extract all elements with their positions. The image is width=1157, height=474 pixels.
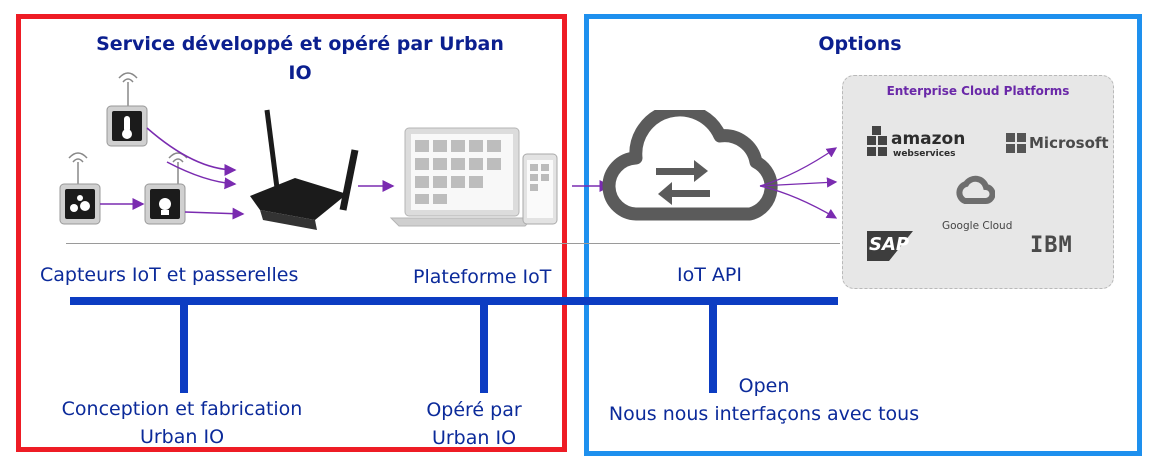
- operated-caption: Opéré par Urban IO: [404, 396, 544, 452]
- section-divider: [66, 243, 840, 244]
- open-caption: Open Nous nous interfaçons avec tous: [604, 372, 924, 428]
- open-caption-line2: Nous nous interfaçons avec tous: [608, 403, 920, 425]
- google-cloud-logo-icon: [956, 175, 995, 204]
- tablet-icon: [522, 153, 558, 225]
- design-caption: Conception et fabrication Urban IO: [40, 395, 324, 451]
- laptop-dashboard-icon: [389, 127, 535, 227]
- design-caption-line1: Conception et fabrication: [61, 398, 303, 420]
- water-drops-icon: [59, 152, 101, 225]
- design-caption-line2: Urban IO: [139, 426, 225, 448]
- urban-io-service-frame: [16, 14, 567, 452]
- google-cloud-logo: Google Cloud: [942, 220, 1013, 232]
- options-title: Options: [818, 33, 902, 55]
- microsoft-logo: Microsoft: [1029, 134, 1109, 152]
- timeline-tick-design: [180, 297, 188, 393]
- service-title: Service développé et opéré par Urban IO: [96, 33, 504, 84]
- thermometer-icon: [106, 72, 148, 147]
- microsoft-logo-icon: [1006, 133, 1026, 153]
- operated-caption-line2: Urban IO: [431, 427, 517, 449]
- left-illustrations: [59, 72, 558, 230]
- iot-platform-label: Plateforme IoT: [413, 266, 552, 288]
- timeline-tick-operated: [480, 297, 488, 393]
- operated-caption-line1: Opéré par: [426, 399, 522, 421]
- open-caption-line1: Open: [738, 375, 790, 397]
- sap-logo: SAP: [869, 234, 910, 255]
- options-frame: [584, 14, 1142, 456]
- enterprise-cloud-title: Enterprise Cloud Platforms: [886, 84, 1070, 98]
- light-sensor-icon: [144, 152, 188, 225]
- ibm-logo: IBM: [1030, 233, 1073, 258]
- amazon-logo: amazon: [891, 129, 966, 149]
- sensors-gateways-label: Capteurs IoT et passerelles: [40, 264, 299, 286]
- gateway-router-icon: [250, 109, 359, 230]
- sap-logo-icon: [867, 231, 913, 261]
- aws-logo-icon: [867, 126, 887, 156]
- timeline-tick-open: [709, 297, 717, 393]
- cloud-sync-icon: [602, 110, 838, 221]
- iot-api-label: IoT API: [677, 264, 742, 286]
- amazon-webservices-text: webservices: [893, 149, 956, 159]
- timeline-bar: [70, 297, 838, 305]
